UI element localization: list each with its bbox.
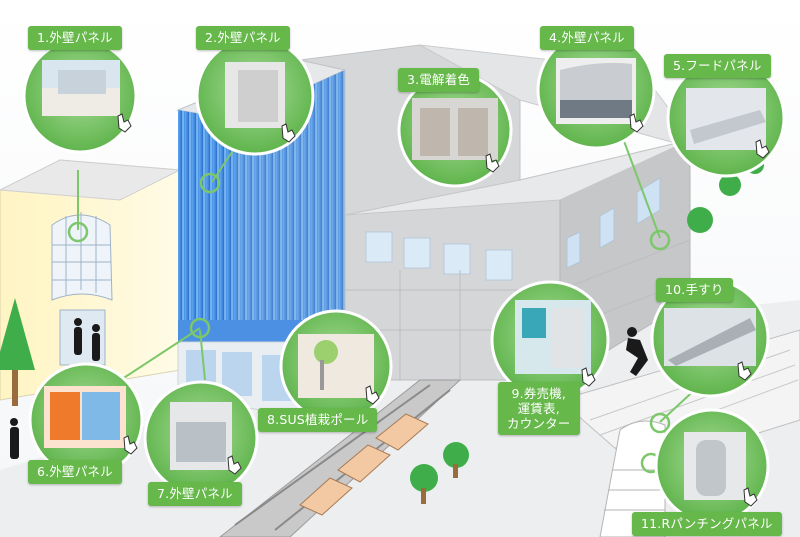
hand-pointer-icon <box>485 153 500 173</box>
callout-9-label[interactable]: 9.券売機, 運賃表, カウンター <box>498 382 580 435</box>
callout-3-label[interactable]: 3.電解着色 <box>398 68 480 92</box>
callout-5-bubble <box>666 58 786 178</box>
callout-4-bubble <box>536 30 656 150</box>
callout-2-bubble <box>195 36 315 156</box>
hand-pointer-icon <box>281 123 296 143</box>
hand-pointer-icon <box>365 385 380 405</box>
person-2 <box>92 324 100 361</box>
hand-pointer-icon <box>117 113 132 133</box>
hand-pointer-icon <box>227 455 242 475</box>
callout-10-bubble <box>650 278 770 398</box>
hand-pointer-icon <box>743 487 758 507</box>
callout-11-label[interactable]: 11.Rパンチングパネル <box>632 512 782 536</box>
hand-pointer-icon <box>755 139 770 159</box>
callout-bubbles <box>22 30 786 524</box>
hand-pointer-icon <box>629 113 644 133</box>
tree-left <box>0 298 35 406</box>
callout-5-label[interactable]: 5.フードパネル <box>664 54 771 78</box>
callout-11-bubble <box>654 408 770 524</box>
callout-10-label[interactable]: 10.手すり <box>656 278 733 302</box>
callout-8-bubble <box>279 309 393 423</box>
callout-8-label[interactable]: 8.SUS植栽ポール <box>258 408 378 432</box>
callout-7-bubble <box>143 380 259 496</box>
railway <box>219 379 462 537</box>
people <box>10 318 648 459</box>
train <box>299 413 429 516</box>
callout-6-label[interactable]: 6.外壁パネル <box>28 460 122 484</box>
callout-2-label[interactable]: 2.外壁パネル <box>196 26 290 50</box>
left-building <box>0 159 182 401</box>
callout-9-bubble <box>490 280 610 400</box>
person-running <box>626 327 648 376</box>
hand-pointer-icon <box>123 435 138 455</box>
trees <box>0 156 764 504</box>
hand-pointer-icon <box>737 361 752 381</box>
callout-6-bubble <box>28 362 144 478</box>
person-3 <box>10 418 19 459</box>
callout-4-label[interactable]: 4.外壁パネル <box>540 26 634 50</box>
callout-1-bubble <box>22 38 138 154</box>
callout-7-label[interactable]: 7.外壁パネル <box>148 482 242 506</box>
hand-pointer-icon <box>581 367 596 387</box>
tree-track <box>410 442 469 504</box>
callout-3-bubble <box>397 72 513 188</box>
person-1 <box>74 318 82 355</box>
callout-1-label[interactable]: 1.外壁パネル <box>28 26 122 50</box>
